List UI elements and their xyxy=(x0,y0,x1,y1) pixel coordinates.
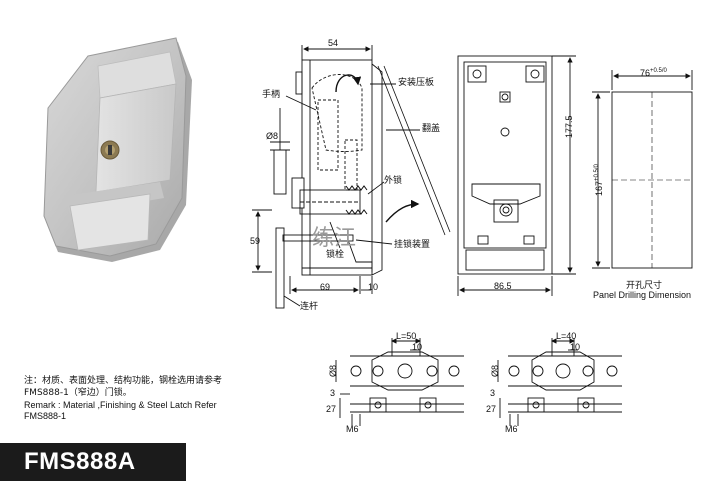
latch-detail-left xyxy=(335,338,464,426)
dim-latch-right-phi8: Ø8 xyxy=(490,364,501,378)
dim-side-phi8: Ø8 xyxy=(266,131,279,141)
label-outer-lock: 外锁 xyxy=(384,176,403,186)
watermark: 练江 xyxy=(312,226,357,251)
dim-latch-right-10: 10 xyxy=(570,342,581,352)
note-line-1: 注：材质、表面处理、结构功能，钢栓选用请参考 xyxy=(24,376,223,386)
label-mount-plate: 安装压板 xyxy=(398,78,435,88)
dim-latch-left-M6: M6 xyxy=(346,424,359,434)
panel-cutout-drawing xyxy=(592,70,693,269)
label-handle: 手柄 xyxy=(262,90,281,100)
dim-cutout-height-tol: +0.5/0 xyxy=(594,164,600,181)
dim-latch-right-L: L=40 xyxy=(556,331,577,341)
dim-cutout-height: 167+0.5/0 xyxy=(594,164,604,196)
dim-latch-right-27: 27 xyxy=(486,404,497,414)
front-view-drawing xyxy=(457,55,576,296)
dim-cutout-width-tol: +0.5/0 xyxy=(650,68,667,74)
side-view-drawing xyxy=(252,45,451,309)
dim-latch-left-27: 27 xyxy=(326,404,337,414)
dim-side-69: 69 xyxy=(320,282,331,292)
dim-side-10: 10 xyxy=(368,282,379,292)
product-photo xyxy=(43,37,192,262)
dim-side-width: 54 xyxy=(328,38,339,48)
label-link-rod: 连杆 xyxy=(300,302,319,312)
dim-latch-left-L: L=50 xyxy=(396,331,417,341)
dim-latch-left-phi8: Ø8 xyxy=(328,364,339,378)
dim-latch-right-M6: M6 xyxy=(505,424,518,434)
latch-detail-right xyxy=(497,338,622,426)
label-hook-device: 挂锁装置 xyxy=(394,240,431,250)
model-banner xyxy=(0,443,186,481)
dim-latch-right-3: 3 xyxy=(490,388,496,398)
dim-latch-left-3: 3 xyxy=(330,388,336,398)
dim-latch-left-10: 10 xyxy=(412,342,423,352)
note-line-3: Remark : Material ,Finishing & Steel Lat… xyxy=(24,400,217,410)
note-line-2: FMS888-1（窄边）门锁。 xyxy=(24,388,132,398)
dim-front-height: 177.5 xyxy=(564,115,574,138)
model-number: FMS888A xyxy=(24,448,136,475)
dim-side-59: 59 xyxy=(250,236,261,246)
panel-caption-cn: 开孔尺寸 xyxy=(626,281,663,291)
panel-caption-en: Panel Drilling Dimension xyxy=(593,290,692,300)
dim-front-width: 86.5 xyxy=(494,281,512,291)
dim-cutout-width: 76+0.5/0 xyxy=(640,68,667,78)
note-line-4: FMS888-1 xyxy=(24,411,67,421)
label-door-flap: 翻盖 xyxy=(422,124,441,134)
label-latch-bolt: 锁栓 xyxy=(326,250,345,260)
